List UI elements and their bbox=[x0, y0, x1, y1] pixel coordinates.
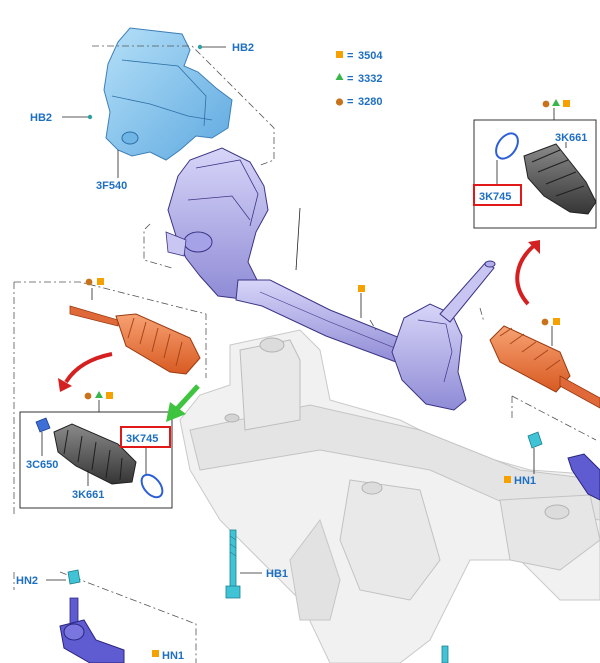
subframe bbox=[179, 329, 600, 663]
legend-eq-1: = bbox=[347, 50, 353, 62]
nut-hn1-right: HN1 bbox=[504, 431, 600, 501]
symbol-square-icon bbox=[563, 100, 570, 107]
bolt-head-icon bbox=[225, 585, 241, 599]
symbol-triangle-icon bbox=[95, 391, 103, 398]
detail-box-right: 3K745 3K661 bbox=[473, 99, 597, 229]
shield-callouts: HB2 HB2 3F540 bbox=[30, 42, 254, 192]
boot-orange-left bbox=[69, 278, 201, 375]
boot-grey-left bbox=[53, 423, 137, 485]
boot-grey-right bbox=[523, 143, 597, 215]
nut-icon bbox=[527, 431, 543, 449]
label-3f540: 3F540 bbox=[96, 180, 127, 192]
highlight-box-3k745-right bbox=[473, 184, 522, 206]
symbol-square-icon bbox=[504, 476, 511, 483]
bolt-icon bbox=[197, 44, 203, 50]
label-3k745-left: 3K745 bbox=[126, 433, 158, 445]
bolt-icon bbox=[35, 417, 51, 433]
clamp-ring-icon bbox=[495, 132, 519, 160]
label-3c650: 3C650 bbox=[26, 459, 58, 471]
group-outlines bbox=[13, 45, 597, 663]
legend-code-3332: 3332 bbox=[358, 73, 382, 85]
symbol-square-icon bbox=[152, 650, 159, 657]
label-hb2-left: HB2 bbox=[30, 112, 52, 124]
bolt-hb1: HB1 bbox=[225, 529, 288, 599]
tie-rod-end-right bbox=[567, 453, 600, 501]
boot-orange-right bbox=[489, 318, 600, 409]
legend-square-icon bbox=[336, 51, 343, 58]
label-3k661-left: 3K661 bbox=[72, 489, 104, 501]
symbol-circle-icon bbox=[541, 318, 549, 326]
symbol-square-icon bbox=[553, 318, 560, 325]
arrow-green bbox=[166, 384, 200, 422]
highlight-box-3k745-left bbox=[120, 426, 171, 448]
label-hn1-right: HN1 bbox=[514, 475, 536, 487]
label-3k661-right: 3K661 bbox=[555, 132, 587, 144]
label-hn2: HN2 bbox=[16, 575, 38, 587]
arrow-red-right bbox=[515, 240, 540, 306]
legend-code-3504: 3504 bbox=[358, 50, 383, 62]
symbol-square-icon bbox=[106, 392, 113, 399]
legend-eq-2: = bbox=[347, 73, 353, 85]
legend-eq-3: = bbox=[347, 96, 353, 108]
legend-circle-icon bbox=[335, 98, 344, 106]
clamp-ring-icon bbox=[140, 473, 164, 499]
symbol-circle-icon bbox=[542, 100, 550, 108]
symbol-square-icon bbox=[97, 278, 104, 285]
symbol-circle-icon bbox=[84, 392, 92, 400]
legend-code-3280: 3280 bbox=[358, 96, 382, 108]
label-hn1-bottom: HN1 bbox=[162, 650, 184, 662]
nut-icon bbox=[67, 569, 81, 585]
legend: = 3504 = 3332 = 3280 bbox=[335, 50, 383, 108]
symbol-circle-icon bbox=[85, 278, 93, 286]
symbol-triangle-icon bbox=[552, 99, 560, 106]
arrow-red-left bbox=[58, 352, 113, 392]
label-3k745-right: 3K745 bbox=[479, 191, 511, 203]
heat-shield bbox=[103, 27, 233, 161]
bolt-icon bbox=[87, 114, 93, 120]
symbol-square-icon bbox=[358, 285, 365, 292]
bolt-icon bbox=[441, 645, 449, 663]
steering-rack bbox=[165, 147, 496, 411]
label-hb2-top: HB2 bbox=[232, 42, 254, 54]
tie-rod-end-left: HN2 HN1 bbox=[16, 569, 184, 663]
legend-triangle-icon bbox=[335, 73, 344, 80]
label-hb1: HB1 bbox=[266, 568, 288, 580]
detail-box-left: 3C650 3K661 3K745 bbox=[19, 391, 173, 509]
